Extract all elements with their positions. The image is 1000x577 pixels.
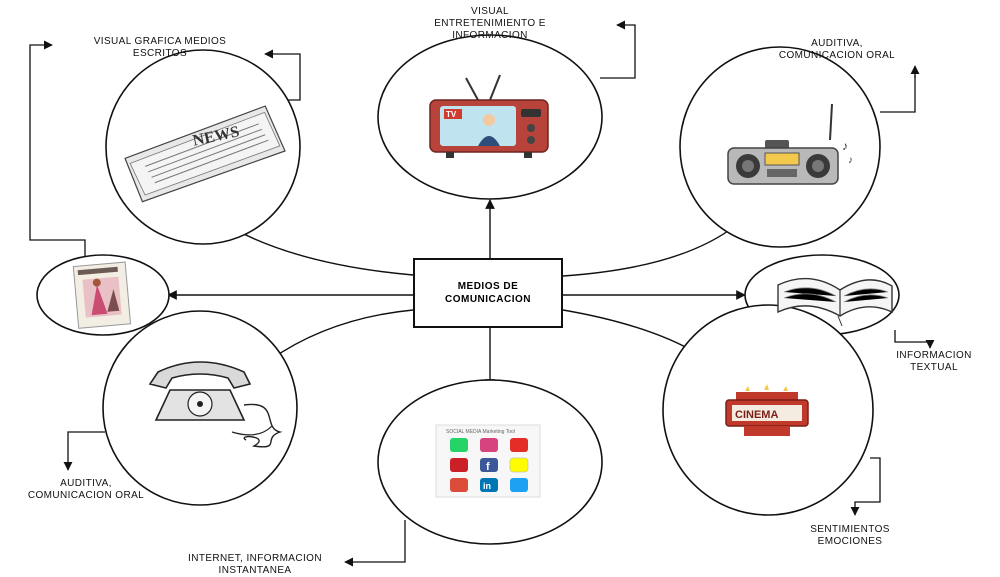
social-header: SOCIAL MEDIA Marketing Tool [446,429,515,435]
connector-social-label [344,520,406,567]
connector-cinema-label [850,457,881,516]
telephone-icon [148,361,283,448]
arrow-to-cinema [562,309,701,356]
arrow-to-newspaper [231,227,414,276]
cinema-sign: CINEMA [735,409,778,421]
linkedin-icon [480,478,498,492]
arrow-to-phone [269,309,414,361]
connector-tv-label [600,20,636,79]
center-line-1: MEDIOS DE [457,281,519,292]
arrow-to-radio [562,225,736,277]
instagram-icon [480,438,498,452]
connector-radio-label [880,75,916,113]
connector-magazine-label [29,40,86,262]
snapchat-icon [509,457,529,473]
svg-text:♪: ♪ [842,139,848,153]
book-icon [777,277,893,327]
svg-text:♪: ♪ [848,155,853,166]
svg-text:in: in [483,481,491,491]
center-node: MEDIOS DE COMUNICACION [413,258,563,328]
connector-phone-label [63,431,105,471]
youtube-icon [510,438,528,452]
pinterest-icon [450,458,468,472]
radio-label: AUDITIVA,COMUNICACION ORAL [778,38,896,61]
tv-icon: TV [429,74,549,158]
twitter-icon [510,478,528,492]
radio-icon: ♪ ♪ [727,103,853,185]
svg-text:f: f [486,461,490,473]
google-plus-icon [450,478,468,492]
social-media-icon: SOCIAL MEDIA Marketing Tool f in [435,424,541,498]
connector-newspaper-label [264,49,301,101]
center-line-2: COMUNICACION [445,294,531,305]
whatsapp-icon [450,438,468,452]
newspaper-icon: NEWS [124,105,286,203]
magazine-icon [72,261,132,329]
facebook-icon [480,458,498,472]
cinema-icon: CINEMA [725,384,809,436]
tv-badge: TV [446,110,457,119]
connector-book-label [894,330,935,349]
phone-label: AUDITIVA,COMUNICACION ORAL [27,478,145,501]
